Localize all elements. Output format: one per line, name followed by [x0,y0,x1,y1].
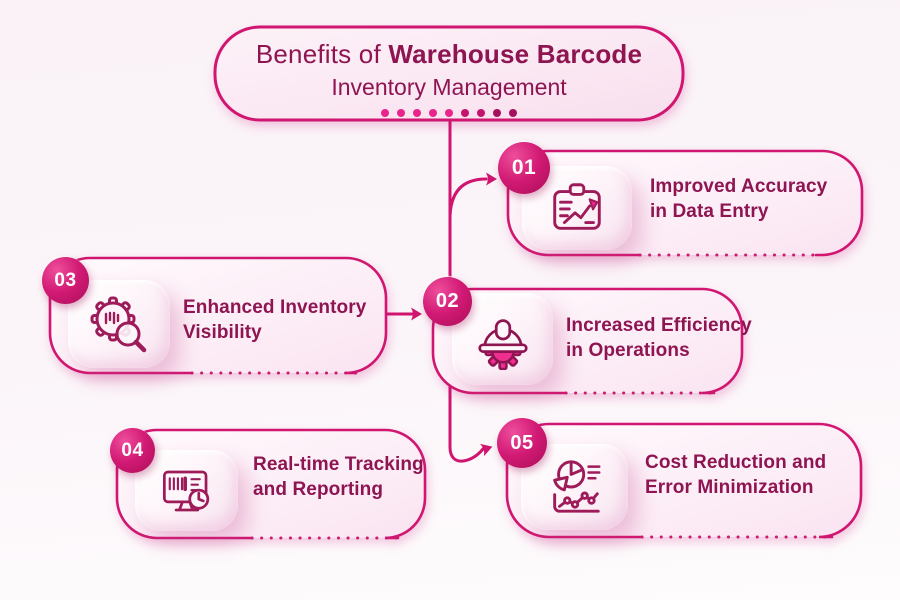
item-05-line2: Error Minimization [645,477,814,498]
card-dotted-borders [190,253,834,540]
icon-tile-02 [452,293,553,385]
item-04-line1: Real-time Tracking [253,454,424,475]
item-02-line1: Increased Efficiency [566,315,752,336]
arrowheads [411,172,497,457]
title-dots-decoration [215,109,683,117]
branch-to-item-01 [448,177,488,221]
item-04-label: Real-time Tracking and Reporting [253,452,424,502]
arrowhead-01 [486,172,497,186]
item-03-line1: Enhanced Inventory [183,297,367,318]
page-title-line2: Inventory Management [331,74,567,100]
arrowhead-05 [479,443,493,457]
item-03-label: Enhanced Inventory Visibility [183,295,366,345]
main-vertical-connector [448,118,485,463]
badge-02: 02 [423,277,472,326]
title-prefix: Benefits of [255,39,381,69]
item-03-line2: Visibility [183,322,262,343]
hardhat-gear-icon [477,319,528,370]
item-05-label: Cost Reduction and Error Minimization [645,450,826,500]
badge-03: 03 [42,257,89,304]
gear-barcode-magnifier-icon [90,296,147,353]
title-card-shape [213,25,685,122]
icon-tile-04 [135,450,238,531]
badge-04: 04 [110,428,155,473]
arrowhead-02 [411,307,422,321]
item-01-label: Improved Accuracy in Data Entry [650,174,827,224]
item-04-line2: and Reporting [253,479,384,500]
pie-chart-trend-icon [552,460,600,513]
connector-lines [384,118,488,463]
badge-05: 05 [497,418,547,468]
page-title-line1: Benefits of Warehouse Barcode [215,39,683,70]
item-05-line1: Cost Reduction and [645,452,827,473]
item-02-label: Increased Efficiency in Operations [566,313,752,363]
title-bold: Warehouse Barcode [388,39,643,69]
item-01-line2: in Data Entry [650,201,769,222]
icon-tile-03 [68,280,170,368]
badge-01: 01 [498,142,550,194]
title-card: Benefits of Warehouse Barcode Inventory … [215,27,683,120]
monitor-barcode-clock-icon [162,470,209,511]
item-02-line2: in Operations [566,340,690,361]
item-01-line1: Improved Accuracy [650,176,828,197]
clipboard-trend-icon [553,183,601,230]
